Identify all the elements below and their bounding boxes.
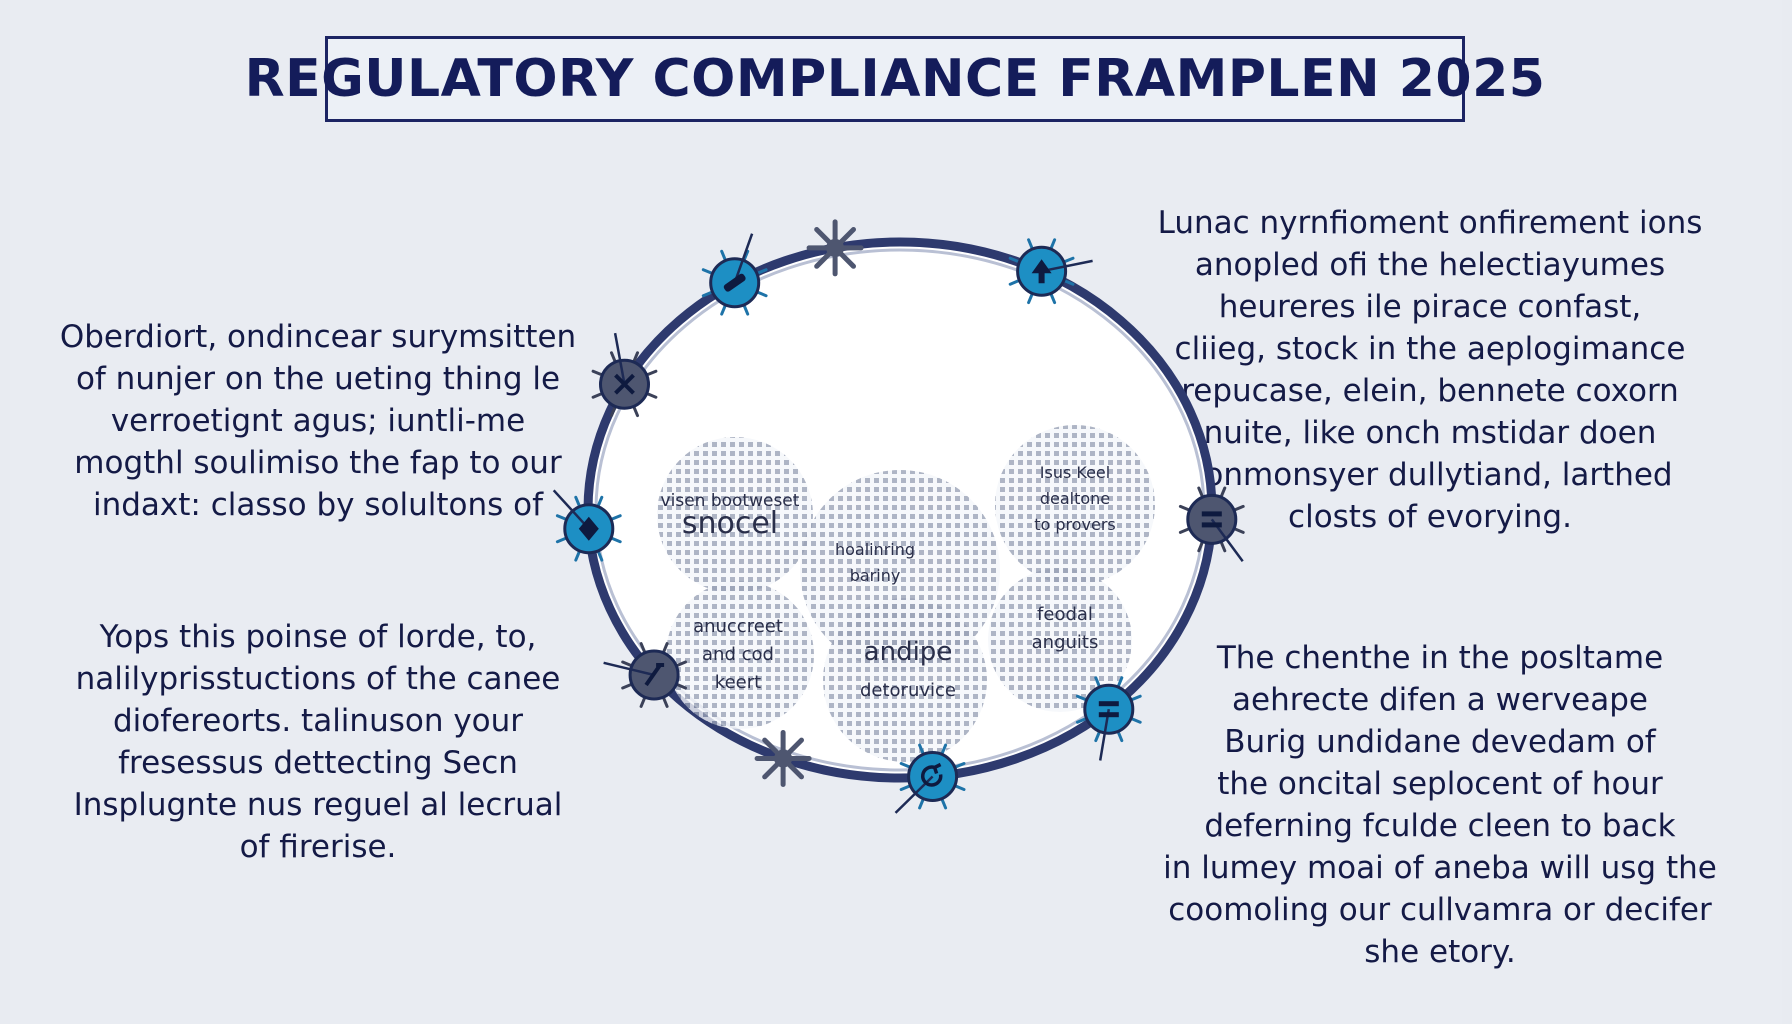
- left-top-line: indaxt: classo by solultons of: [92, 487, 544, 523]
- right-bottom-paragraph: The chenthe in the posltame aehrecte dife…: [1130, 637, 1750, 973]
- cluster-bubble: [657, 437, 813, 593]
- star-node-icon: [754, 730, 812, 787]
- title-banner: REGULATORY COMPLIANCE FRAMPLEN 2025: [245, 36, 1545, 122]
- cluster-label: feodal: [1037, 604, 1093, 625]
- left-top-line: mogthl soulimiso the fap to our: [74, 445, 562, 481]
- cluster-label: visen bootweset: [661, 491, 800, 511]
- right-top-line: cliieg, stock in the aeplogimance: [1174, 331, 1686, 367]
- cluster-label: anguits: [1032, 632, 1099, 653]
- left-top-paragraph: Oberdiort, ondincear surymsitten of nunje…: [48, 316, 588, 526]
- cluster-label: dealtone: [1040, 489, 1110, 508]
- bars-node-icon: [1178, 486, 1245, 562]
- left-bottom-line: Insplugnte nus reguel al lecrual: [73, 787, 563, 823]
- cluster-bubble: [823, 598, 987, 762]
- x-node-icon: [591, 332, 658, 418]
- left-top-line: Oberdiort, ondincear surymsitten: [59, 319, 577, 355]
- left-bottom-paragraph: Yops this poinse of lorde, to, nalilypris…: [48, 616, 588, 868]
- right-bottom-line: aehrecte difen a werveape: [1232, 682, 1648, 718]
- page-title: REGULATORY COMPLIANCE FRAMPLEN 2025: [244, 49, 1546, 109]
- right-bottom-line: the oncital seplocent of hour: [1217, 766, 1663, 802]
- left-bottom-line: of firerise.: [239, 829, 397, 865]
- left-bottom-line: Yops this poinse of lorde, to,: [99, 619, 537, 655]
- cluster-bubble: [995, 425, 1155, 585]
- left-bottom-line: fresessus dettecting Secn: [118, 745, 518, 781]
- cluster-label: anuccreet: [693, 616, 783, 637]
- right-top-line: conmonsyer dullytiand, larthed: [1187, 457, 1673, 493]
- right-top-paragraph: Lunac nyrnfioment onfirement ions anopled…: [1100, 202, 1760, 538]
- cluster-label: snocel: [682, 506, 778, 541]
- left-top-line: of nunjer on the ueting thing le: [75, 361, 561, 397]
- cluster-label: hoalinring: [835, 540, 915, 559]
- right-bottom-line: The chenthe in the posltame: [1216, 640, 1664, 676]
- cluster-label: to provers: [1034, 515, 1116, 534]
- right-bottom-line: in lumey moai of aneba will usg the: [1163, 850, 1717, 886]
- cluster-label: andipe: [864, 637, 953, 667]
- left-top-line: verroetignt agus; iuntli-me: [110, 403, 526, 439]
- right-bottom-line: deferning fculde cleen to back: [1204, 808, 1676, 844]
- upload-node-icon: [1008, 238, 1093, 305]
- cluster-label: keert: [715, 672, 761, 693]
- right-top-line: repucase, elein, bennete coxorn: [1181, 373, 1679, 409]
- right-bottom-line: coomoling our cullvamra or decifer: [1168, 892, 1712, 928]
- wrench-node-icon: [701, 233, 768, 316]
- slash-node-icon: [603, 642, 687, 708]
- left-bottom-line: nalilyprisstuctions of the canee: [75, 661, 561, 697]
- right-top-line: Lunac nyrnfioment onfirement ions: [1157, 205, 1703, 241]
- cluster-bubble: [988, 568, 1132, 712]
- right-bottom-line: she etory.: [1364, 934, 1516, 970]
- cluster-label: Isus Keel: [1040, 463, 1110, 482]
- right-bottom-line: Burig undidane devedam of: [1224, 724, 1656, 760]
- cluster-bubble: [666, 581, 814, 729]
- cluster-label: bariny: [850, 566, 901, 585]
- right-top-line: heureres ile pirace confast,: [1218, 289, 1642, 325]
- right-top-line: anopled ofi the helectiayumes: [1194, 247, 1666, 283]
- cluster-label: and cod: [702, 644, 774, 665]
- cluster-label: detoruvice: [860, 680, 956, 701]
- bar-node-icon: [1075, 676, 1142, 761]
- refresh-node-icon: [894, 743, 966, 814]
- star-node-icon: [806, 219, 864, 277]
- right-top-line: closts of evorying.: [1288, 499, 1572, 535]
- left-bottom-line: diofereorts. talinuson your: [112, 703, 524, 739]
- right-top-line: nuite, like onch mstidar doen: [1203, 415, 1657, 451]
- diamond-node-icon: [552, 489, 622, 562]
